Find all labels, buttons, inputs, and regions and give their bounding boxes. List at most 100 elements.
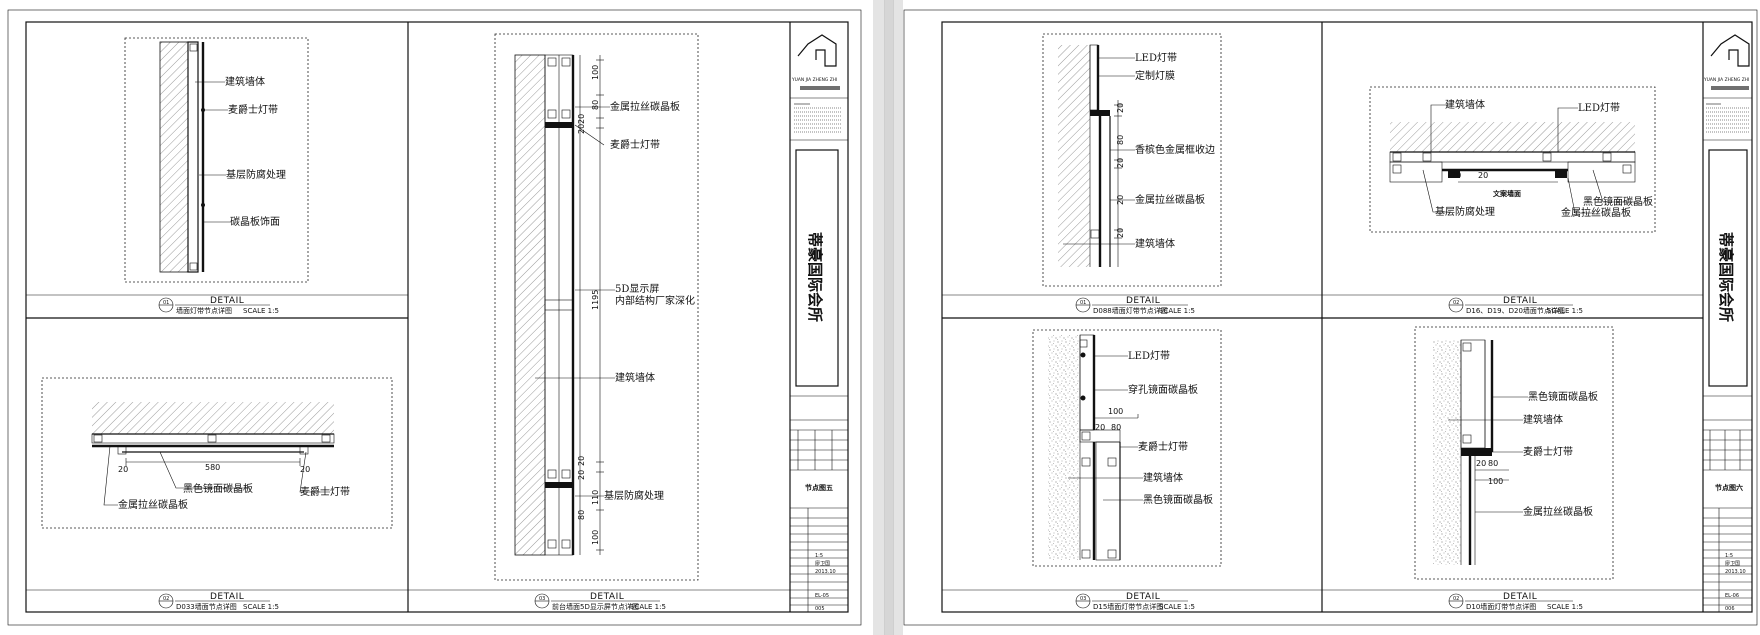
- project-title: 蒂豪国际会所: [806, 232, 824, 322]
- svg-text:1195: 1195: [591, 290, 600, 310]
- page-gap-scrollbar[interactable]: [873, 0, 903, 635]
- wall-hatch: [159, 41, 189, 273]
- detail-word: DETAIL: [210, 296, 244, 306]
- scale-value: 1:5: [1725, 553, 1733, 559]
- label: 黑色镜面碳晶板: [1528, 390, 1598, 403]
- scale-value: 1:5: [815, 553, 823, 559]
- label: 香槟色金属框收边: [1135, 143, 1215, 156]
- detail-02-caption: 02 DETAIL D033墙面节点详图 SCALE 1:5: [26, 589, 408, 611]
- company-letters: YUAN JIA ZHENG ZHI: [1703, 77, 1749, 83]
- label: LED灯带: [1135, 52, 1177, 64]
- label: 建筑墙体: [1135, 237, 1175, 250]
- dimension-column: 100 80 20 20 1195 20 20 110 80 100: [577, 65, 600, 545]
- page-name: 节点图六: [1715, 483, 1743, 492]
- label: 基层防腐处理: [604, 489, 664, 502]
- project-title-box: [795, 149, 839, 387]
- block: [189, 43, 198, 52]
- svg-text:100: 100: [591, 530, 600, 545]
- detail-01-drawing: 建筑墙体 麦爵士灯带 基层防腐处理 碳晶板饰面: [124, 37, 309, 283]
- label: 内部结构厂家深化: [615, 294, 695, 307]
- detail-02-viewport: [41, 377, 393, 529]
- svg-text:20: 20: [1478, 171, 1488, 180]
- detail-r01-drawing: 20 80 20 20 20 LED灯带 定制灯膜 香槟色金属框收边 金属拉丝碳…: [1042, 33, 1222, 287]
- detail-03-drawing: 100 80 20 20 1195 20 20 110 80 100 金属拉丝碳…: [494, 33, 699, 581]
- date: 2013.10: [815, 569, 836, 575]
- detail-scale: SCALE 1:5: [243, 307, 279, 315]
- svg-text:D088墙面灯带节点详图: D088墙面灯带节点详图: [1093, 306, 1168, 315]
- scrollbar-thumb[interactable]: [884, 0, 894, 635]
- detail-r04-drawing: 20 80 100 黑色镜面碳晶板 建筑墙体 麦爵士灯带 金属拉丝碳晶板: [1414, 326, 1614, 580]
- svg-text:80: 80: [591, 100, 600, 110]
- panel-layer: [187, 41, 199, 273]
- svg-text:SCALE 1:5: SCALE 1:5: [1159, 603, 1195, 611]
- info-rows: [790, 508, 848, 612]
- label: 金属拉丝碳晶板: [118, 498, 188, 511]
- svg-text:D033墙面节点详图: D033墙面节点详图: [176, 602, 237, 611]
- svg-text:SCALE 1:5: SCALE 1:5: [1159, 307, 1195, 315]
- project-title-box: [1708, 149, 1748, 387]
- svg-text:20: 20: [1476, 459, 1486, 468]
- dimension: 580: [205, 463, 220, 472]
- svg-text:前台墙面5D显示屏节点详图: 前台墙面5D显示屏节点详图: [552, 602, 639, 611]
- fixing-dot: [201, 203, 205, 207]
- svg-text:DETAIL: DETAIL: [1126, 592, 1160, 602]
- svg-text:20: 20: [1116, 228, 1125, 238]
- svg-text:DETAIL: DETAIL: [1503, 592, 1537, 602]
- detail-03-viewport: [494, 33, 699, 581]
- detail-r03-viewport: [1032, 329, 1222, 567]
- svg-text:20: 20: [1451, 171, 1461, 180]
- detail-r01-viewport: [1042, 33, 1222, 287]
- fine-print: [794, 103, 842, 133]
- revision-table: [790, 419, 848, 471]
- label: 黑色镜面碳晶板: [183, 482, 253, 495]
- label: 文案墙面: [1493, 189, 1521, 198]
- svg-text:20: 20: [1116, 103, 1125, 113]
- designer: 廖卫国: [1725, 560, 1740, 567]
- label: LED灯带: [1128, 350, 1170, 362]
- svg-text:20: 20: [1095, 423, 1105, 432]
- sheet-left-drawing: 建筑墙体 麦爵士灯带 基层防腐处理 碳晶板饰面 01 DETAIL 墙面灯带节点…: [7, 9, 862, 626]
- svg-text:SCALE 1:5: SCALE 1:5: [1547, 307, 1583, 315]
- dimension: 20: [300, 465, 310, 474]
- revision-table: [1703, 419, 1752, 471]
- svg-text:DETAIL: DETAIL: [1503, 296, 1537, 306]
- svg-text:20: 20: [577, 114, 586, 124]
- label: 麦爵士灯带: [1138, 440, 1188, 453]
- label: 麦爵士灯带: [300, 485, 350, 498]
- fine-print: [1706, 103, 1749, 133]
- detail-r04-viewport: [1414, 326, 1614, 580]
- svg-text:D16、D19、D20墙面节点详图: D16、D19、D20墙面节点详图: [1466, 306, 1565, 315]
- ceiling-hatch: [92, 402, 334, 434]
- svg-text:02: 02: [1453, 596, 1459, 602]
- label: 麦爵士灯带: [610, 138, 660, 151]
- svg-text:SCALE 1:5: SCALE 1:5: [243, 603, 279, 611]
- label: 基层防腐处理: [226, 168, 286, 181]
- detail-03-caption: 03 DETAIL 前台墙面5D显示屏节点详图 SCALE 1:5: [408, 589, 790, 611]
- svg-text:20: 20: [577, 456, 586, 466]
- label: 建筑墙体: [1143, 471, 1183, 484]
- detail-r02-viewport: [1369, 86, 1656, 233]
- sheet-number: 006: [1725, 606, 1735, 612]
- sheet-right-drawing: 20 80 20 20 20 LED灯带 定制灯膜 香槟色金属框收边 金属拉丝碳…: [903, 9, 1758, 626]
- detail-caption: 墙面灯带节点详图: [176, 306, 232, 315]
- svg-text:20: 20: [1116, 158, 1125, 168]
- drawing-sheet-left: 建筑墙体 麦爵士灯带 基层防腐处理 碳晶板饰面 01 DETAIL 墙面灯带节点…: [0, 0, 873, 635]
- sheet-number: 005: [815, 606, 825, 612]
- label: 基层防腐处理: [1435, 205, 1495, 218]
- page-name: 节点图五: [805, 483, 833, 492]
- outer-frame: [903, 9, 1758, 626]
- label: 金属拉丝碳晶板: [1561, 206, 1631, 219]
- company-letters: YUAN JIA ZHENG ZHI: [791, 77, 837, 83]
- detail-r03-drawing: 100 20 80 LED灯带 穿孔镜面碳晶板 麦爵士灯带 建筑墙体 黑色镜面碳…: [1032, 329, 1222, 567]
- detail-r04-caption: 02 DETAIL D10墙面灯带节点详图 SCALE 1:5: [1322, 589, 1703, 611]
- label: 碳晶板饰面: [230, 215, 280, 228]
- label: 定制灯膜: [1135, 69, 1175, 82]
- project-title: 蒂豪国际会所: [1717, 232, 1735, 322]
- label: 建筑墙体: [615, 371, 655, 384]
- label: 穿孔镜面碳晶板: [1128, 383, 1198, 396]
- label: 麦爵士灯带: [1523, 445, 1573, 458]
- svg-text:110: 110: [591, 490, 600, 505]
- svg-text:02: 02: [163, 596, 169, 602]
- detail-01-viewport: [124, 37, 309, 283]
- svg-text:80: 80: [1111, 423, 1121, 432]
